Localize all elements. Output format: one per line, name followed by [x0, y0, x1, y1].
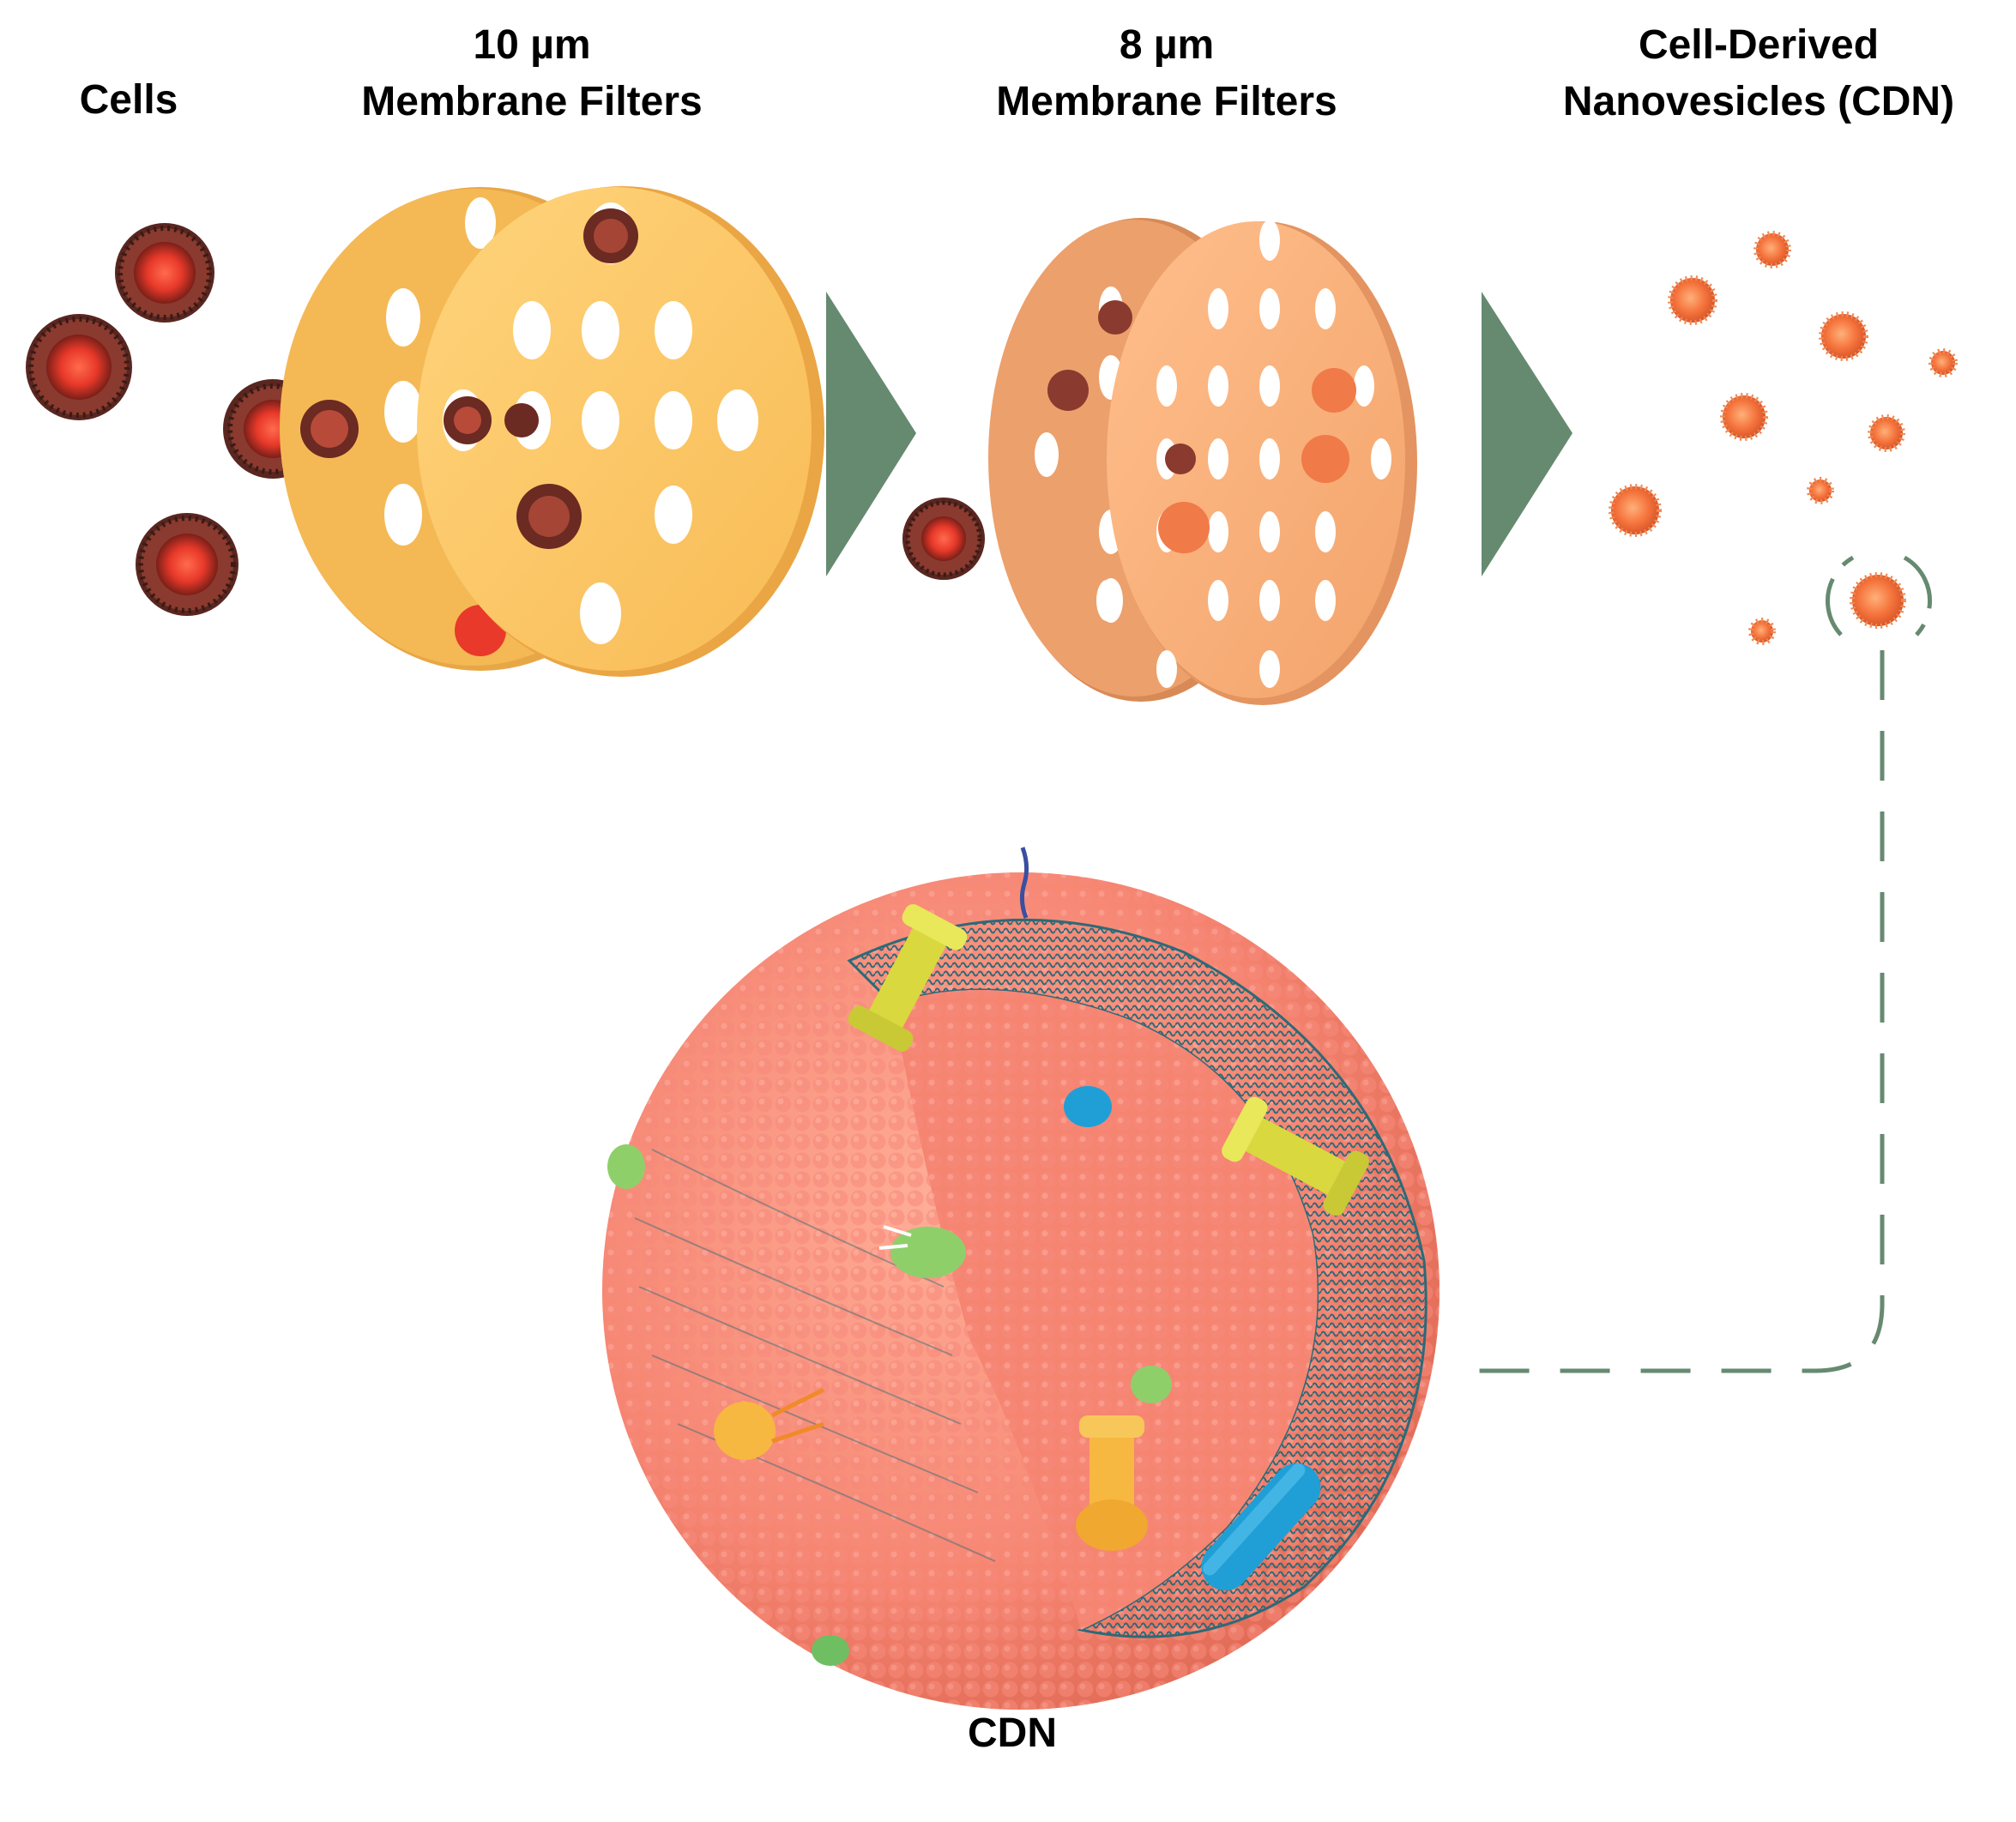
label-cdn-line2: Nanovesicles (CDN) [1562, 79, 1955, 124]
nanovesicles-group [1609, 231, 1958, 645]
cells-group [26, 223, 323, 616]
protein-green-inner [1131, 1366, 1172, 1403]
label-cdn-line1: Cell-Derived [1638, 22, 1880, 68]
label-cdn-bottom: CDN [884, 1705, 1141, 1762]
protein-green-bottom [812, 1635, 849, 1666]
cdn-sphere [602, 847, 1440, 1710]
filter-8um-front [1096, 220, 1417, 705]
vesicle [1720, 393, 1768, 441]
label-cdn-title: Cell-Derived Nanovesicles (CDN) [1518, 17, 1999, 130]
label-cdn-bottom-text: CDN [968, 1710, 1057, 1756]
label-8um-filters: 8 µm Membrane Filters [952, 17, 1381, 130]
label-8um-line2: Membrane Filters [996, 79, 1337, 124]
label-10um-line2: Membrane Filters [361, 79, 703, 124]
vesicle [1819, 311, 1868, 361]
vesicle [1868, 414, 1905, 452]
protein-blue-long [1201, 1463, 1321, 1591]
label-10um-line1: 10 µm [473, 22, 591, 68]
cell [136, 513, 238, 616]
protein-green-center [878, 1225, 966, 1278]
vesicle [1850, 572, 1906, 629]
filter-10um-front [417, 186, 824, 677]
dashed-connector [1458, 650, 1885, 1373]
protein-orange-channel [1076, 1415, 1148, 1551]
vesicle [1807, 477, 1834, 504]
vesicle [1753, 231, 1791, 268]
cell-approaching [902, 498, 985, 580]
label-10um-filters: 10 µm Membrane Filters [317, 17, 746, 130]
protein-orange-left [714, 1387, 825, 1460]
process-arrow-2 [1482, 292, 1572, 576]
highlight-ring [1825, 555, 1933, 636]
vesicle [1609, 484, 1662, 537]
label-cells-text: Cells [79, 77, 178, 123]
vesicle [1748, 618, 1776, 645]
protein-green-left [607, 1144, 645, 1189]
cell [115, 223, 214, 323]
protein-yellow-channel-top [848, 904, 968, 1052]
vesicle [1928, 348, 1958, 377]
label-8um-line1: 8 µm [1119, 22, 1215, 68]
process-arrow-1 [826, 292, 916, 576]
protein-blue-small [1064, 1086, 1112, 1127]
label-cells: Cells [43, 72, 214, 129]
vesicle [1668, 275, 1717, 325]
cell [26, 314, 132, 420]
protein-yellow-channel-right [1222, 1096, 1369, 1216]
glycan-chain-top [1019, 847, 1029, 919]
